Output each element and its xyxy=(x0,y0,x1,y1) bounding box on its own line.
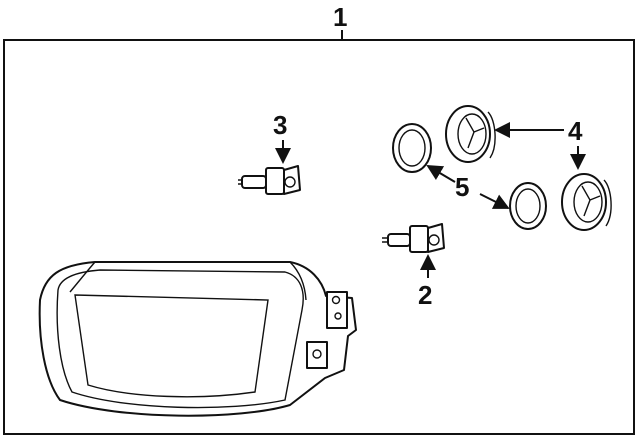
callout-5: 5 xyxy=(455,172,469,202)
callout-1: 1 xyxy=(333,2,347,32)
callout-3: 3 xyxy=(273,110,287,140)
callout-5-leader-b xyxy=(479,193,510,209)
callout-4: 4 xyxy=(568,116,583,146)
callout-2: 2 xyxy=(418,280,432,310)
headlamp-housing xyxy=(38,261,357,417)
callout-5-leader-a xyxy=(426,164,456,183)
bulb-cap-lower xyxy=(561,173,612,231)
high-beam-bulb xyxy=(238,165,301,195)
diagram-frame xyxy=(3,39,635,435)
low-beam-bulb xyxy=(382,223,445,253)
seal-ring-lower xyxy=(509,182,547,230)
bulb-cap-upper xyxy=(445,105,496,163)
seal-ring-upper xyxy=(392,123,432,173)
